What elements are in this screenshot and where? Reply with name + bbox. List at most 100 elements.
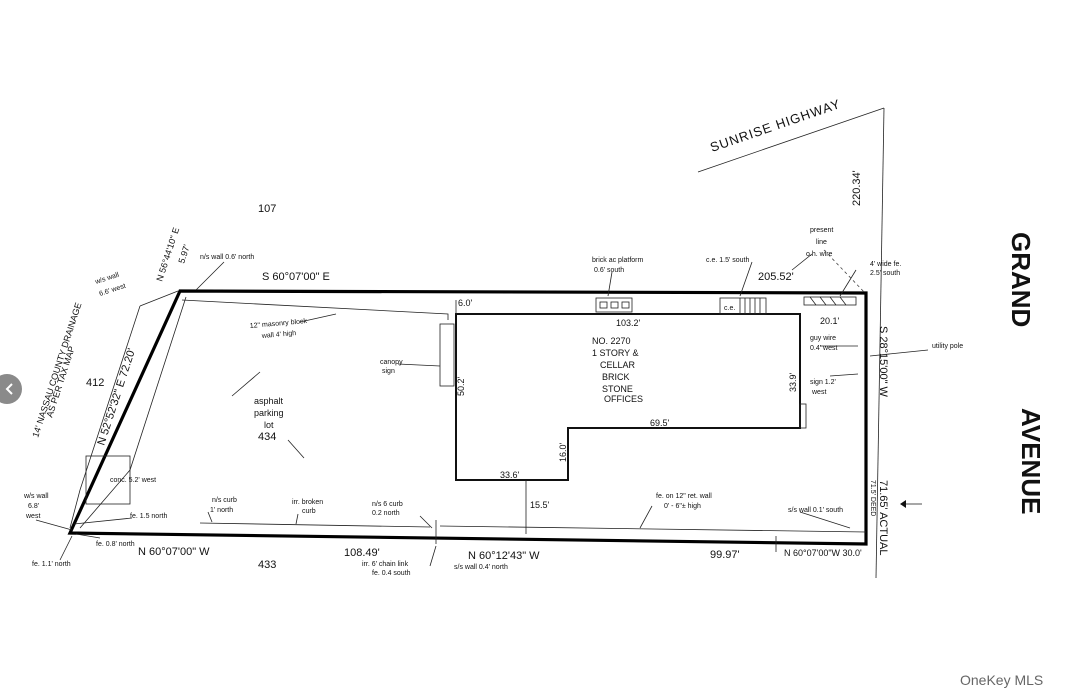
drainage-easement (69, 290, 187, 529)
building-dim-mid: 69.5' (650, 418, 670, 428)
parking-label-3: lot (264, 420, 274, 430)
note-masonry-1: 12" masonry block (250, 318, 308, 330)
previous-image-button[interactable] (0, 374, 22, 404)
building-number: NO. 2270 (592, 336, 631, 346)
note-ns-curb-2: 1' north (210, 507, 233, 514)
property-boundary (67, 289, 868, 546)
watermark: OneKey MLS (960, 672, 1043, 688)
bearing-nw-corner: N 56°44'10" E (154, 226, 181, 282)
building-dim-top: 103.2' (616, 318, 641, 328)
distance-south-east: 99.97' (710, 549, 740, 561)
distance-south-west: 108.49' (344, 547, 380, 559)
concrete-pad (85, 455, 131, 505)
building-dim-nw: 6.0' (458, 298, 473, 308)
note-sa-wall: s/s wall 0.1' south (788, 507, 843, 514)
note-brick-ac-1: brick ac platform (592, 257, 644, 264)
note-ret-wall-2: 0' - 6"± high (664, 503, 701, 510)
survey-notes: n/s wall 0.6' north w/s wall 6.6' west 1… (23, 227, 963, 577)
note-conc: conc. 5.2' west (110, 477, 156, 484)
street-lines (697, 107, 885, 579)
note-present-line-1: present (810, 227, 833, 234)
distance-north: 205.52' (758, 271, 794, 283)
note-guy-wire-2: 0.4' west (810, 345, 837, 352)
note-ce-box: c.e. (724, 305, 735, 312)
note-guy-wire-1: guy wire (810, 335, 836, 342)
bearing-north: S 60°07'00" E (262, 271, 330, 283)
south-walls (199, 520, 867, 552)
parking-label-2: parking (254, 408, 284, 418)
ce-box (719, 297, 767, 315)
note-irr-curb-1: irr. broken (292, 499, 323, 506)
distance-east-deed: 71.5' DEED (869, 480, 876, 516)
building-footprint (455, 313, 801, 481)
note-oh-wire: o.h. wire (806, 251, 833, 258)
note-fe-08: fe. 0.8' north (96, 541, 135, 548)
note-wide-fe-1: 4' wide fe. (870, 261, 901, 268)
grand-avenue-line (875, 107, 885, 579)
street-sunrise-highway: SUNRISE HIGHWAY (708, 96, 842, 155)
leader-lines (35, 253, 929, 567)
bearing-south-west: N 60°07'00" W (138, 546, 210, 558)
parking-label-1: asphalt (254, 396, 284, 406)
note-ws-wall-sw-3: west (25, 513, 40, 520)
note-ws-wall-sw-1: w/s wall (23, 493, 49, 500)
note-sign-1: sign 1.2' (810, 379, 836, 386)
lot-number-south: 433 (258, 559, 276, 571)
street-grand: GRAND (1006, 232, 1036, 327)
note-ws-wall: w/s wall (94, 272, 121, 287)
street-avenue: AVENUE (1016, 408, 1046, 514)
bearing-east: S 28°15'00" W (877, 326, 889, 398)
present-line-marker (823, 249, 867, 295)
building-desc-1: 1 STORY & (592, 348, 639, 358)
building-desc-4: STONE (602, 384, 633, 394)
building-dim-ne: 20.1' (820, 316, 840, 326)
note-ws-wall-2: 6.6' west (98, 283, 126, 298)
building-dim-west: 50.2' (456, 376, 466, 396)
ac-platform (595, 297, 633, 313)
distance-east-actual: 71.65' ACTUAL (877, 480, 889, 555)
sunrise-highway-line (697, 107, 885, 173)
masonry-wall-line (181, 299, 449, 320)
note-ns6-curb-2: 0.2 north (372, 510, 400, 517)
note-chain-link-1: irr. 6' chain link (362, 561, 409, 568)
building-dim-east: 33.9' (788, 372, 798, 392)
drainage-line-west (69, 305, 141, 529)
note-ns-wall: n/s wall 0.6' north (200, 254, 254, 261)
building-desc-3: BRICK (602, 372, 630, 382)
note-wide-fe-2: 2.5' south (870, 270, 900, 277)
note-utility-pole: utility pole (932, 343, 963, 350)
note-irr-curb-2: curb (302, 508, 316, 515)
note-ns-curb-1: n/s curb (212, 497, 237, 504)
bearing-south-mid: N 60°12'43" W (468, 550, 540, 562)
drainage-line-east (79, 296, 187, 529)
note-fe-11: fe. 1.1' north (32, 561, 71, 568)
note-sign-2: west (811, 389, 826, 396)
building-dim-notch: 16.0' (558, 442, 568, 462)
lot-number-parking: 434 (258, 431, 276, 443)
note-ret-wall-1: fe. on 12" ret. wall (656, 493, 712, 500)
note-ns6-curb-1: n/s 6 curb (372, 501, 403, 508)
building-step (799, 403, 807, 429)
lot-number-north: 107 (258, 203, 276, 215)
distance-grand-avenue: 220.34' (851, 170, 863, 206)
note-fe-15: fe. 1.5 north (130, 513, 167, 520)
chevron-left-icon (5, 383, 13, 395)
note-ce-south: c.e. 1.5' south (706, 257, 749, 264)
lot-number-west: 412 (86, 377, 104, 389)
note-chain-link-2: fe. 0.4 south (372, 570, 411, 577)
bearing-south-east: N 60°07'00"W 30.0' (784, 548, 862, 558)
note-brick-ac-2: 0.6' south (594, 267, 624, 274)
canopy-sign-box (439, 323, 455, 387)
building-desc-2: CELLAR (600, 360, 636, 370)
drainage-label: 14' NASSAU COUNTY DRAINAGE (30, 301, 83, 438)
building-desc-5: OFFICES (604, 394, 643, 404)
building-dim-bottom: 33.6' (500, 470, 520, 480)
drainage-top (139, 290, 179, 307)
note-canopy-1: canopy (380, 359, 403, 366)
fence-north-east (803, 296, 857, 306)
note-ws-wall-sw-2: 6.8' (28, 503, 39, 510)
note-masonry-2: wall 4' high (261, 330, 297, 340)
note-present-line-2: line (816, 239, 827, 246)
note-ss-wall: s/s wall 0.4' north (454, 564, 508, 571)
